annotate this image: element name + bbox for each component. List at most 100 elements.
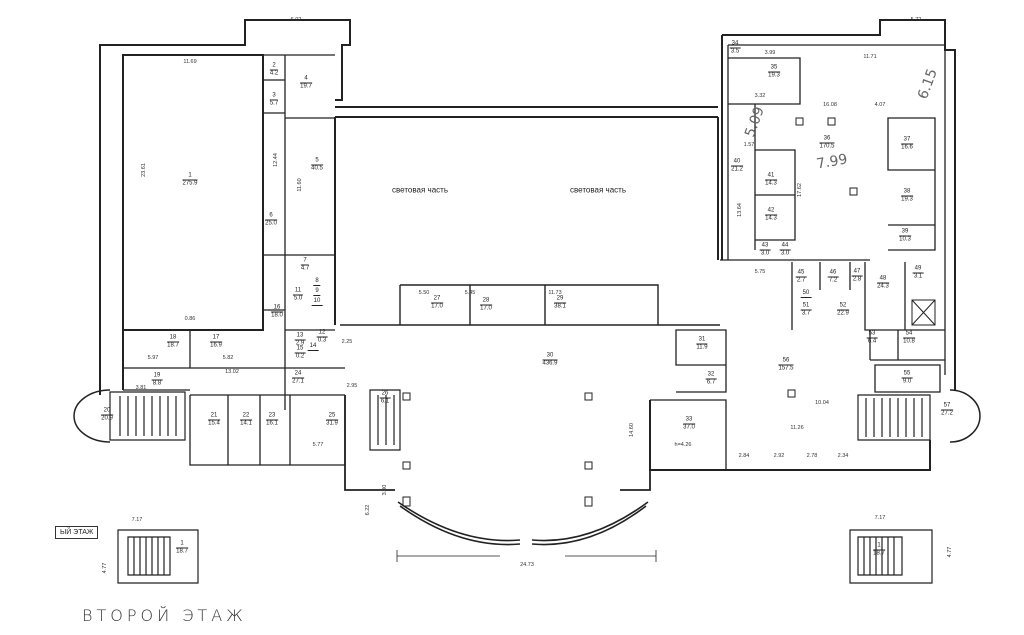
room-number: 51 — [800, 302, 812, 311]
left-wing-outer-wall — [99, 19, 351, 395]
room-area: 40.5 — [311, 165, 323, 172]
curved-facade — [397, 501, 649, 546]
room-number: 52 — [837, 303, 849, 311]
room-area: 16.6 — [901, 144, 913, 151]
dimension-line-24-73 — [396, 550, 657, 562]
room-area: 18.7 — [167, 342, 179, 349]
room-area: 6.4 — [867, 338, 877, 345]
room-number: 41 — [765, 173, 777, 181]
right-stair — [857, 394, 931, 441]
room-area: 5.0 — [293, 295, 303, 302]
room-number: 7 — [300, 258, 310, 266]
dimension-label: 2.95 — [346, 383, 358, 389]
dimension-label: 5.77 — [312, 442, 324, 448]
light-area-label: световая часть — [570, 185, 626, 195]
room-number: 57 — [941, 403, 953, 411]
shaft-x — [911, 299, 936, 326]
dimension-label: 6.02 — [290, 17, 302, 23]
room-area: 38.1 — [554, 303, 566, 310]
dimension-label: 11.71 — [863, 54, 877, 60]
dimension-label: 4.77 — [102, 562, 108, 574]
dimension-label: 5.75 — [754, 269, 766, 275]
dimension-label: 0.86 — [184, 316, 196, 322]
right-bay — [949, 389, 981, 443]
room-area: 31.9 — [326, 420, 338, 427]
room-area: 2.7 — [796, 277, 806, 284]
room-number: 55 — [901, 370, 913, 379]
dimension-label: 5.97 — [147, 355, 159, 361]
room-number: 25 — [326, 413, 338, 421]
dimension-label: 11.69 — [183, 59, 197, 65]
dimension-label: 17.62 — [797, 183, 803, 197]
dimension-label: 13.64 — [737, 203, 743, 217]
dimension-label: 2.92 — [773, 453, 785, 459]
room-area: 19.7 — [300, 83, 312, 90]
room-number: 43 — [759, 242, 771, 251]
dimension-label: 7.17 — [131, 517, 143, 523]
room-number: 44 — [779, 242, 791, 251]
dimension-label: 2.25 — [341, 339, 353, 345]
room-number: 5 — [311, 158, 323, 166]
dimension-label: 4.77 — [947, 546, 953, 558]
room-area: 19.3 — [768, 72, 780, 79]
room-number: 34 — [729, 40, 741, 49]
room-number: 27 — [431, 296, 443, 304]
room-number: 21 — [208, 413, 220, 421]
room-area: 3.0 — [780, 250, 790, 257]
dimension-label: 11.26 — [790, 425, 804, 431]
room-label: 50 — [800, 290, 812, 298]
dimension-label: 12.44 — [273, 153, 279, 167]
dimension-label: 16.08 — [823, 102, 837, 108]
room-area: 27.1 — [292, 378, 304, 385]
dimension-label: 2.34 — [837, 453, 849, 459]
floor-title: ВТОРОЙ ЭТАЖ — [82, 606, 247, 625]
room-area: 3.5 — [730, 48, 740, 55]
dimension-label: 1.57 — [743, 142, 755, 148]
room-number: 6 — [265, 213, 277, 221]
room-area: 18.7 — [873, 550, 885, 557]
room-area: 436.9 — [542, 360, 558, 367]
room-number: 37 — [901, 137, 913, 145]
room-number: 19 — [151, 372, 163, 381]
room-number: 11 — [292, 287, 304, 296]
dimension-label: 6.22 — [365, 504, 371, 516]
floor-label-box: ЫЙ ЭТАЖ — [55, 526, 99, 539]
hall-walls — [344, 395, 651, 491]
room-number: 10 — [311, 298, 323, 306]
room-area: 14.3 — [765, 215, 777, 222]
room-number: 35 — [768, 65, 780, 73]
columns — [402, 117, 858, 507]
room-number: 38 — [901, 189, 913, 197]
left-stair — [109, 391, 186, 441]
room-area: 7.2 — [828, 277, 838, 284]
room-number: 17 — [210, 335, 222, 343]
room-number: 36 — [819, 136, 835, 144]
room-area: 275.9 — [182, 180, 198, 187]
room-area: 6.1 — [380, 398, 390, 405]
dimension-label: 7.17 — [874, 515, 886, 521]
room-area: 0.2 — [295, 353, 305, 360]
room-label: 9 — [313, 288, 321, 296]
room-area: 16.1 — [266, 420, 278, 427]
